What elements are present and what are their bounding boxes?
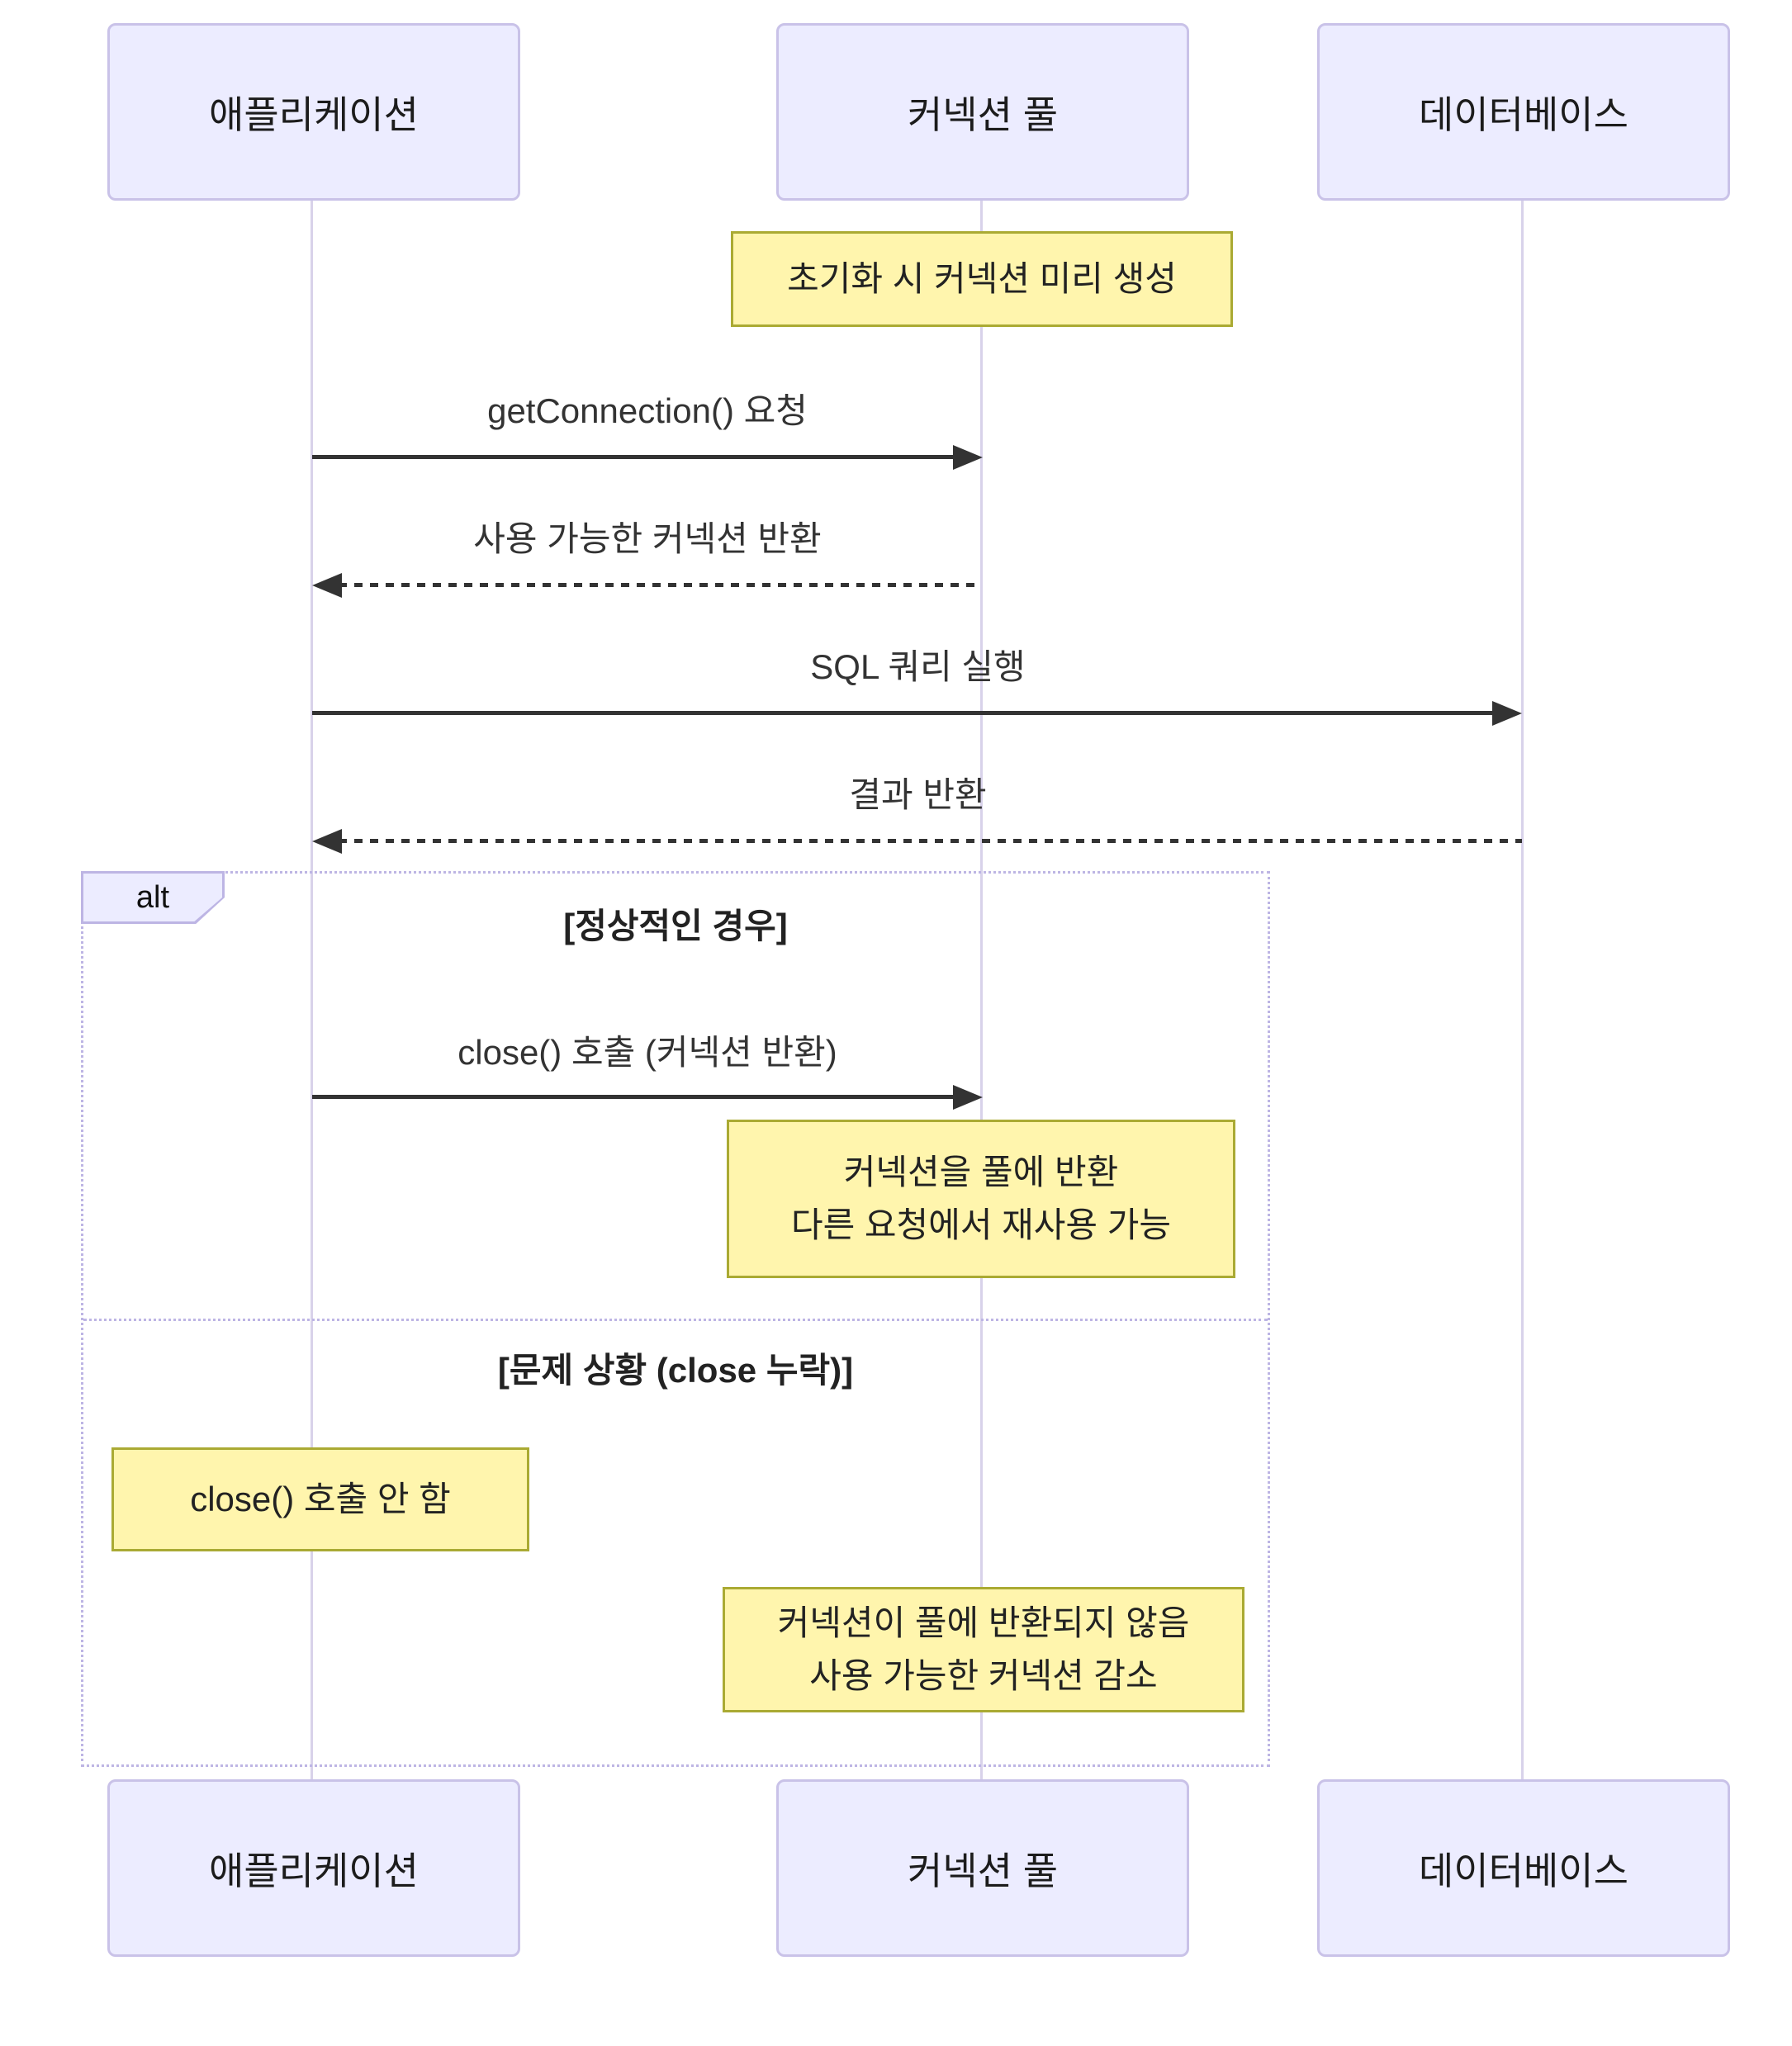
message-get-connection-label: getConnection() 요청 (487, 391, 808, 430)
actor-database-bottom: 데이터베이스 (1317, 1779, 1730, 1957)
actor-database-top: 데이터베이스 (1317, 23, 1730, 201)
alt-section-problem-label: [문제 상황 (close 누락)] (497, 1351, 854, 1390)
alt-section-normal-label: [정상적인 경우] (563, 907, 788, 945)
alt-section-divider (83, 1319, 1268, 1321)
message-return-connection-label: 사용 가능한 커넥션 반환 (473, 519, 822, 558)
actor-connection-pool-bottom-label: 커넥션 풀 (907, 1849, 1059, 1892)
message-close-call-label: close() 호출 (커넥션 반환) (457, 1033, 837, 1072)
message-return-connection-line (339, 583, 981, 587)
message-result-return-label: 결과 반환 (849, 775, 987, 814)
message-return-connection-arrowhead (312, 573, 342, 598)
note-return-to-pool: 커넥션을 풀에 반환 다른 요청에서 재사용 가능 (727, 1120, 1235, 1278)
actor-application-bottom-label: 애플리케이션 (209, 1849, 419, 1892)
message-sql-query-line (312, 711, 1493, 715)
actor-connection-pool-label: 커넥션 풀 (907, 92, 1059, 136)
note-leak-line-1: 커넥션이 풀에 반환되지 않음 (777, 1603, 1190, 1643)
message-close-call-line (312, 1095, 956, 1099)
note-leak-line-2: 사용 가능한 커넥션 감소 (809, 1656, 1158, 1695)
lifeline-database (1521, 201, 1524, 1779)
note-return-line-2: 다른 요청에서 재사용 가능 (790, 1205, 1172, 1244)
message-get-connection-arrowhead (953, 445, 983, 470)
actor-database-bottom-label: 데이터베이스 (1419, 1849, 1628, 1892)
actor-connection-pool-top: 커넥션 풀 (776, 23, 1189, 201)
note-return-line-1: 커넥션을 풀에 반환 (843, 1153, 1119, 1192)
message-sql-query-arrowhead (1492, 701, 1522, 726)
actor-connection-pool-bottom: 커넥션 풀 (776, 1779, 1189, 1957)
actor-application-bottom: 애플리케이션 (107, 1779, 520, 1957)
note-init-connections: 초기화 시 커넥션 미리 생성 (731, 231, 1233, 327)
actor-application-top: 애플리케이션 (107, 23, 520, 201)
message-result-return-line (339, 839, 1522, 843)
note-no-close-line: close() 호출 안 함 (190, 1480, 451, 1519)
actor-database-label: 데이터베이스 (1419, 92, 1628, 136)
message-get-connection-line (312, 455, 956, 459)
note-connection-leak: 커넥션이 풀에 반환되지 않음 사용 가능한 커넥션 감소 (723, 1587, 1244, 1712)
actor-application-label: 애플리케이션 (209, 92, 419, 136)
message-close-call-arrowhead (953, 1085, 983, 1110)
alt-frame-tag: alt (81, 871, 225, 924)
lifeline-application (311, 201, 313, 1779)
note-no-close: close() 호출 안 함 (111, 1447, 529, 1551)
lifeline-connection-pool (980, 201, 983, 1779)
alt-frame (81, 871, 1270, 1767)
message-sql-query-label: SQL 쿼리 실행 (810, 647, 1026, 686)
note-init-line: 초기화 시 커넥션 미리 생성 (787, 259, 1177, 299)
alt-frame-tag-label: alt (83, 874, 222, 921)
message-result-return-arrowhead (312, 829, 342, 854)
